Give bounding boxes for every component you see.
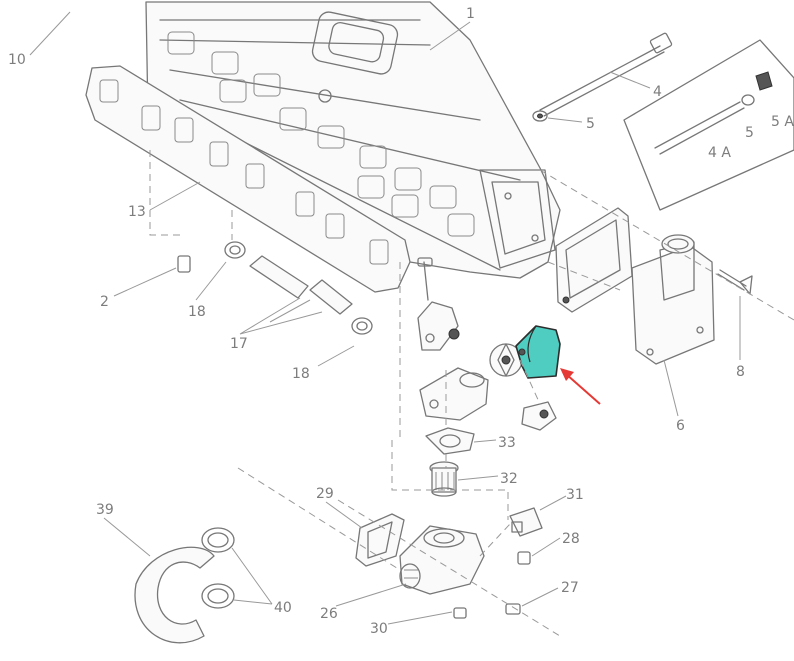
callout-18-lower: 18 — [292, 366, 310, 382]
callout-13: 13 — [128, 204, 146, 220]
callout-26: 26 — [320, 606, 338, 622]
thermostat-elbow — [419, 367, 489, 421]
manifold-gasket — [85, 65, 411, 293]
callout-labels: 1 2 4 4 A 5 5 5 A 6 8 10 13 17 18 18 26 … — [8, 6, 794, 637]
inset-stud-detail — [623, 39, 794, 211]
callout-31: 31 — [566, 487, 584, 503]
callout-2: 2 — [100, 294, 109, 310]
plug-2 — [177, 255, 191, 273]
callout-1: 1 — [466, 6, 475, 22]
fitting-31 — [509, 507, 543, 537]
callout-33: 33 — [498, 435, 516, 451]
leader-lines — [29, 11, 741, 625]
callout-27: 27 — [561, 580, 579, 596]
housing-26 — [399, 525, 485, 595]
callout-18-upper: 18 — [188, 304, 206, 320]
gasket-29 — [355, 513, 405, 567]
callout-40: 40 — [274, 600, 292, 616]
callout-10: 10 — [8, 52, 26, 68]
highlighted-hose — [515, 325, 561, 379]
callout-17: 17 — [230, 336, 248, 352]
callout-30: 30 — [370, 621, 388, 637]
highlight-arrow — [560, 368, 601, 405]
callout-6: 6 — [676, 418, 685, 434]
bolt-30 — [453, 607, 467, 619]
callout-4a: 4 A — [708, 145, 731, 161]
exhaust-elbow — [631, 234, 715, 365]
callout-5: 5 — [586, 116, 595, 132]
callout-4: 4 — [653, 84, 662, 100]
clamp-18-bottom — [351, 317, 373, 335]
hose-39 — [134, 546, 215, 644]
callout-39: 39 — [96, 502, 114, 518]
hose-clamps-40 — [201, 527, 235, 609]
bolt-8 — [717, 269, 753, 295]
stud-and-washer — [532, 32, 673, 122]
stud-vertical — [417, 257, 433, 301]
bracket — [417, 301, 460, 351]
clamp-small — [521, 401, 557, 431]
callout-28: 28 — [562, 531, 580, 547]
callout-32: 32 — [500, 471, 518, 487]
callout-5a: 5 A — [771, 114, 794, 130]
impeller — [489, 343, 523, 377]
fitting-28 — [517, 551, 531, 565]
exhaust-elbow-gasket — [555, 207, 633, 313]
hose-17 — [249, 255, 353, 315]
assembly-lines — [149, 150, 794, 637]
callout-29: 29 — [316, 486, 334, 502]
callout-8: 8 — [736, 364, 745, 380]
thermostat-32 — [429, 461, 459, 497]
fitting-27 — [505, 603, 521, 615]
clamp-18-top — [224, 241, 246, 259]
gasket-33 — [425, 427, 475, 455]
callout-5-inset: 5 — [745, 125, 754, 141]
